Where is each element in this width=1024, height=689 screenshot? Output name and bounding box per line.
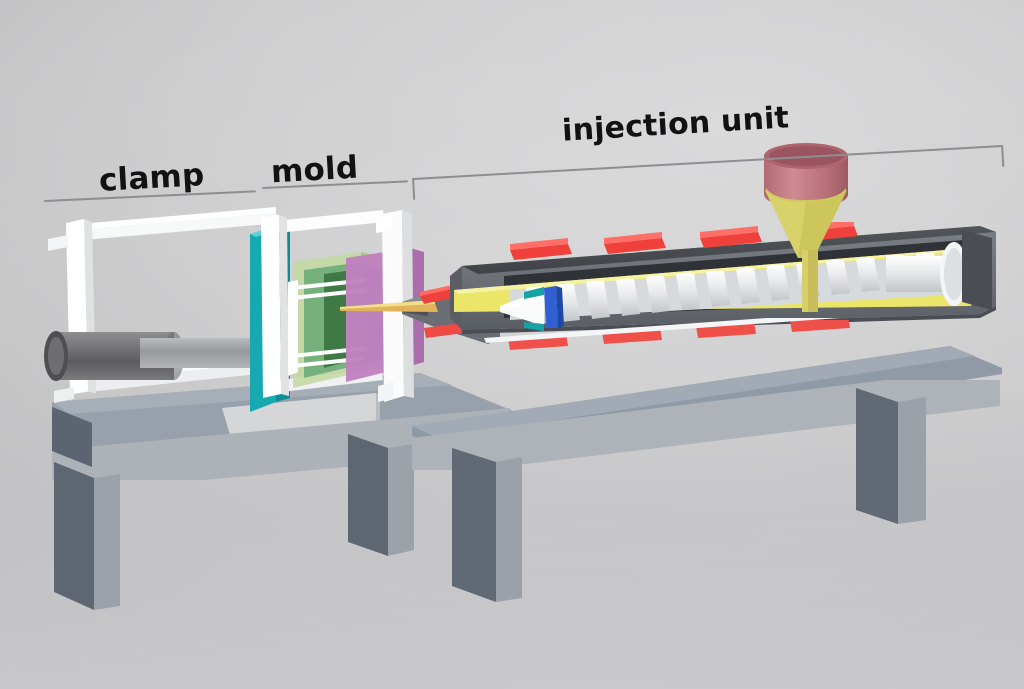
label-clamp: clamp	[98, 157, 206, 199]
barrel-guide-rail	[484, 318, 840, 343]
base-left-endface	[52, 407, 92, 467]
base-right-front	[412, 380, 1000, 470]
melt-stream	[340, 300, 438, 312]
base-left-leg-front	[54, 462, 120, 610]
hopper-throat	[802, 250, 818, 312]
base-right-leg-right	[856, 388, 926, 524]
hopper-body	[764, 143, 848, 258]
screw-tip	[500, 286, 564, 331]
screw-drive-collar	[886, 242, 968, 306]
barrel-rear-opening	[962, 230, 992, 310]
base-left-leg-right	[348, 434, 414, 556]
label-mold: mold	[270, 149, 360, 191]
base-right-leg-left	[452, 448, 522, 602]
